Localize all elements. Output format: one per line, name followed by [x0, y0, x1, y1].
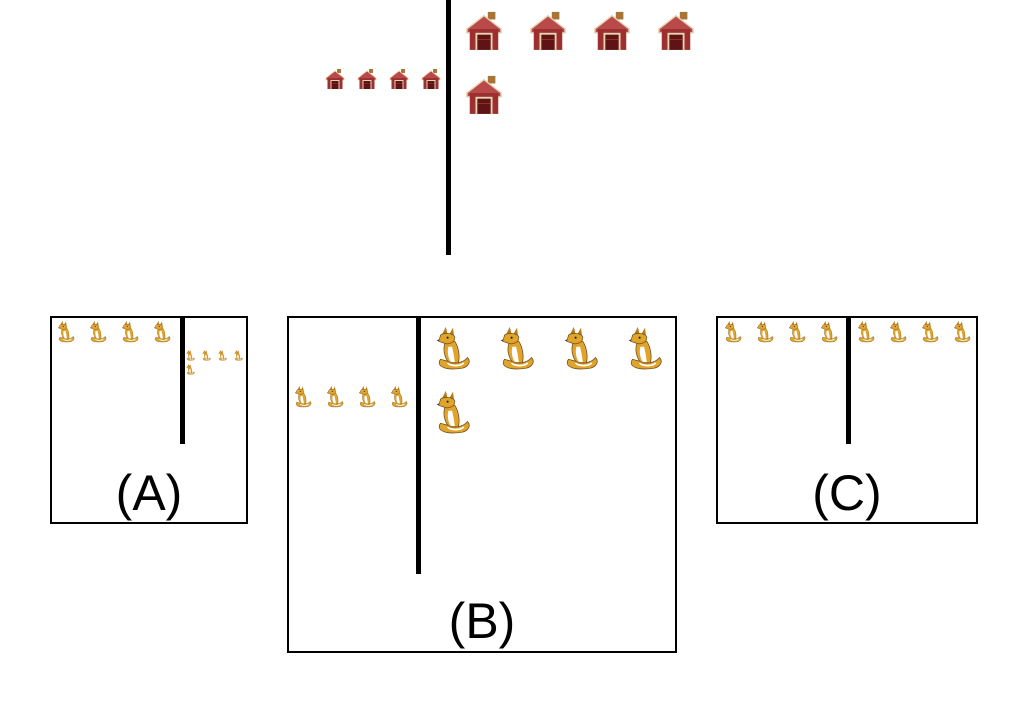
- barn-icon: [465, 10, 503, 52]
- option-c-label: (C): [812, 465, 882, 521]
- question-divider: [446, 0, 451, 255]
- fox-icon: [921, 321, 939, 343]
- fox-icon: [627, 326, 663, 371]
- option-c-divider: [846, 318, 851, 444]
- option-a-panel[interactable]: (A): [50, 316, 248, 524]
- fox-icon: [788, 321, 806, 343]
- fox-icon: [218, 350, 227, 361]
- fox-icon: [89, 321, 107, 343]
- fox-icon: [499, 326, 535, 371]
- fox-icon: [153, 321, 171, 343]
- barn-icon: [593, 10, 631, 52]
- fox-icon: [294, 386, 312, 408]
- option-b-panel[interactable]: (B): [287, 316, 677, 653]
- fox-icon: [358, 386, 376, 408]
- barn-icon: [389, 68, 409, 90]
- fox-icon: [57, 321, 75, 343]
- fox-icon: [953, 321, 971, 343]
- fox-icon: [121, 321, 139, 343]
- barn-icon: [657, 10, 695, 52]
- fox-icon: [202, 350, 211, 361]
- fox-icon: [820, 321, 838, 343]
- barn-icon: [465, 74, 503, 116]
- fox-icon: [186, 350, 195, 361]
- fox-icon: [435, 326, 471, 371]
- fox-icon: [756, 321, 774, 343]
- option-b-label: (B): [448, 593, 516, 649]
- fox-icon: [326, 386, 344, 408]
- fox-icon: [724, 321, 742, 343]
- fox-icon: [563, 326, 599, 371]
- fox-icon: [435, 390, 471, 435]
- option-b-divider: [416, 318, 421, 574]
- barn-icon: [421, 68, 441, 90]
- barn-icon: [357, 68, 377, 90]
- fox-icon: [186, 364, 195, 375]
- fox-icon: [390, 386, 408, 408]
- fox-icon: [889, 321, 907, 343]
- option-a-label: (A): [115, 465, 183, 521]
- option-a-divider: [180, 318, 185, 444]
- barn-icon: [529, 10, 567, 52]
- option-c-panel[interactable]: (C): [716, 316, 978, 524]
- fox-icon: [234, 350, 243, 361]
- fox-icon: [857, 321, 875, 343]
- barn-icon: [325, 68, 345, 90]
